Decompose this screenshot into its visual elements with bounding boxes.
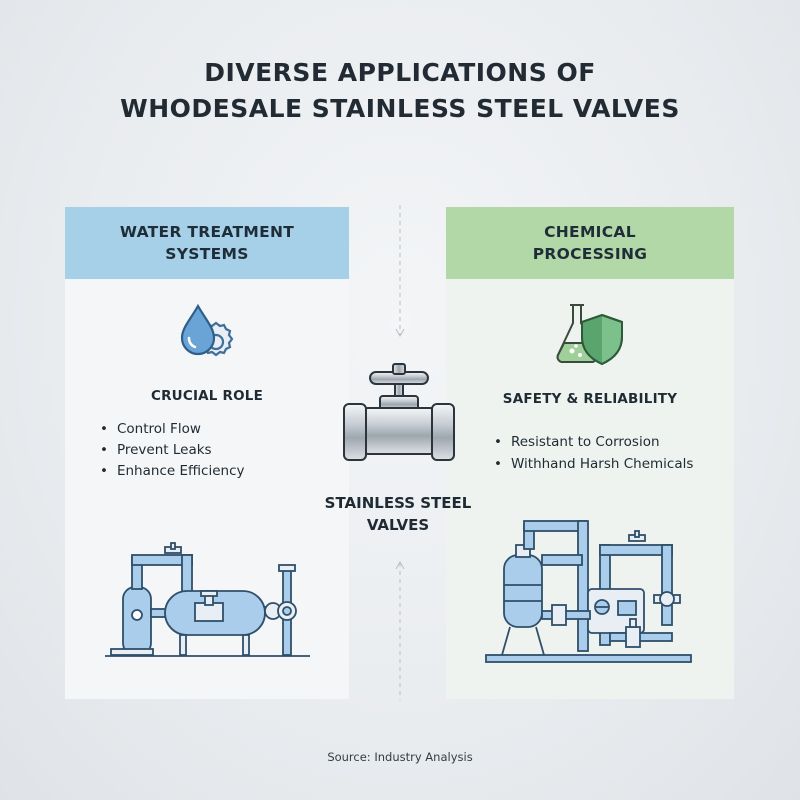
water-drop-gear-icon [180, 303, 234, 357]
water-treatment-bullets: Control Flow Prevent Leaks Enhance Effic… [100, 419, 245, 482]
page-title: DIVERSE APPLICATIONS OF WHODESALE STAINL… [0, 55, 800, 127]
flask-shield-icon [556, 304, 623, 366]
chemical-processing-heading: CHEMICAL PROCESSING [446, 207, 734, 279]
bottom-connector-arrow [395, 560, 405, 700]
bullet-item: Withhand Harsh Chemicals [494, 453, 693, 475]
chemical-processing-bullets: Resistant to Corrosion Withhand Harsh Ch… [494, 431, 693, 475]
stainless-steel-valves-label: STAINLESS STEEL VALVES [298, 492, 498, 536]
center-label-line2: VALVES [366, 516, 430, 534]
top-connector-arrow [395, 205, 405, 338]
bullet-item: Resistant to Corrosion [494, 431, 693, 453]
bullet-item: Prevent Leaks [100, 440, 245, 461]
water-treatment-heading-line2: SYSTEMS [165, 245, 249, 263]
chemical-processing-machinery-illustration [485, 520, 692, 663]
bullet-item: Control Flow [100, 419, 245, 440]
water-treatment-heading: WATER TREATMENT SYSTEMS [65, 207, 349, 279]
water-treatment-heading-line1: WATER TREATMENT [119, 223, 295, 241]
safety-reliability-subheading: SAFETY & RELIABILITY [502, 391, 678, 407]
title-line-1: DIVERSE APPLICATIONS OF [204, 58, 596, 87]
chemical-processing-panel: CHEMICAL PROCESSING SAFETY & RELIABILITY… [446, 207, 734, 699]
source-caption: Source: Industry Analysis [327, 750, 473, 764]
water-treatment-machinery-illustration [105, 542, 310, 657]
water-treatment-panel: WATER TREATMENT SYSTEMS CRUCIAL ROLE Con… [65, 207, 349, 699]
title-line-2: WHODESALE STAINLESS STEEL VALVES [120, 94, 680, 123]
chemical-processing-heading-line2: PROCESSING [532, 245, 648, 263]
center-label-line1: STAINLESS STEEL [324, 494, 472, 512]
bullet-item: Enhance Efficiency [100, 461, 245, 482]
chemical-processing-heading-line1: CHEMICAL [544, 223, 636, 241]
stainless-steel-valve-icon [343, 363, 455, 461]
crucial-role-subheading: CRUCIAL ROLE [150, 388, 264, 404]
